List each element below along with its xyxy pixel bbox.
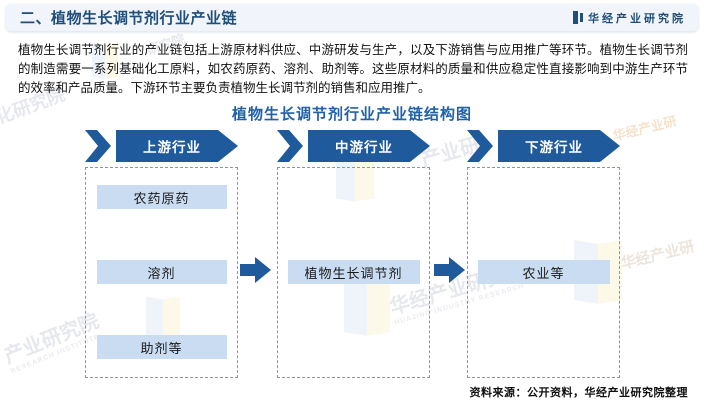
upstream-node: 溶剂 bbox=[96, 260, 227, 284]
upstream-group-box: 农药原药 溶剂 助剂等 bbox=[85, 167, 238, 378]
midstream-banner-label: 中游行业 bbox=[335, 140, 393, 155]
upstream-banner-label: 上游行业 bbox=[143, 140, 201, 155]
downstream-node: 农业等 bbox=[477, 260, 610, 284]
watermark-text: 华经产业研 bbox=[619, 238, 697, 273]
logo-text: 华经产业研究院 bbox=[588, 12, 686, 25]
upstream-node: 助剂等 bbox=[96, 335, 227, 359]
brand-logo: 华经产业研究院 bbox=[573, 10, 686, 26]
flow-arrow-icon bbox=[240, 257, 271, 283]
diagram-title: 植物生长调节剂行业产业链结构图 bbox=[231, 106, 472, 123]
chevron-ribbon-icon bbox=[277, 130, 430, 162]
page-title: 二、植物生长调节剂行业产业链 bbox=[20, 10, 238, 27]
flow-arrow-icon bbox=[434, 257, 465, 283]
chevron-ribbon-icon bbox=[85, 130, 238, 162]
downstream-group-box: 农业等 bbox=[467, 167, 620, 378]
midstream-group-box: 植物生长调节剂 bbox=[277, 167, 430, 378]
upstream-banner: 上游行业 bbox=[85, 130, 238, 162]
midstream-banner: 中游行业 bbox=[277, 130, 430, 162]
header-band: 二、植物生长调节剂行业产业链 华经产业研究院 bbox=[6, 4, 698, 31]
source-note: 资料来源：公开资料，华经产业研究院整理 bbox=[469, 387, 688, 399]
intro-paragraph: 植物生长调节剂行业的产业链包括上游原材料供应、中游研发与生产，以及下游销售与应用… bbox=[18, 43, 688, 95]
chevron-ribbon-icon bbox=[467, 130, 620, 162]
midstream-node: 植物生长调节剂 bbox=[287, 260, 420, 284]
upstream-node: 农药原药 bbox=[96, 185, 227, 209]
downstream-banner-label: 下游行业 bbox=[525, 140, 583, 155]
downstream-banner: 下游行业 bbox=[467, 130, 620, 162]
logo-bars-icon bbox=[573, 11, 583, 24]
